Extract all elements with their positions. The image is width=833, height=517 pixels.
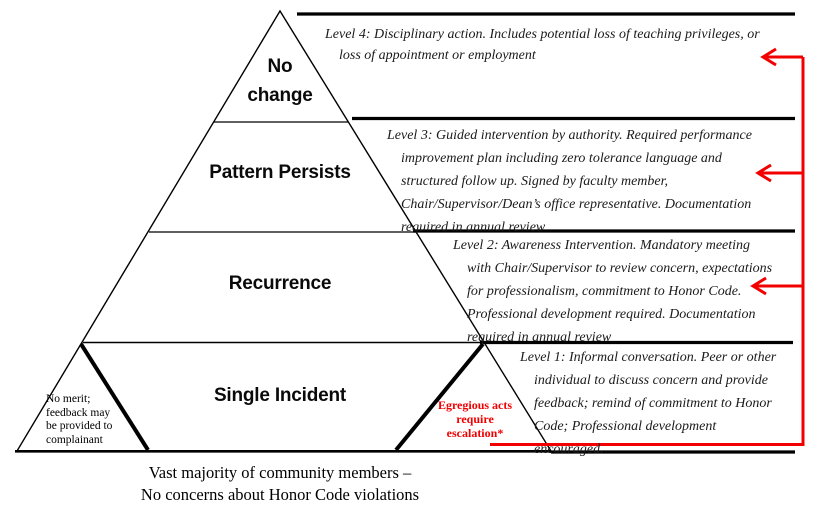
tier-label-single-incident: Single Incident (213, 385, 347, 406)
escalation-bracket (490, 57, 805, 446)
level-2-description: Level 2: Awareness Intervention. Mandato… (453, 238, 773, 345)
tier-label-pattern-persists: Pattern Persists (209, 162, 351, 183)
egregious-acts-note: Egregious acts require escalation* (437, 398, 513, 440)
egregious-corner-divider (394, 342, 485, 452)
escalation-arrow-level-2 (750, 276, 803, 296)
tier-label-recurrence: Recurrence (228, 273, 332, 294)
escalation-arrow-level-3 (755, 163, 803, 183)
level-4-description: Level 4: Disciplinary action. Includes p… (325, 27, 760, 63)
pyramid-caption: Vast majority of community members – No … (140, 463, 420, 504)
escalation-arrow-level-4 (760, 47, 803, 67)
no-merit-corner-divider (79, 342, 150, 452)
level-1-description: Level 1: Informal conversation. Peer or … (520, 350, 777, 457)
no-merit-note: No merit; feedback may be provided to co… (46, 393, 113, 446)
tier-label-no-change: No change (247, 56, 313, 106)
level-3-description: Level 3: Guided intervention by authorit… (387, 128, 752, 235)
